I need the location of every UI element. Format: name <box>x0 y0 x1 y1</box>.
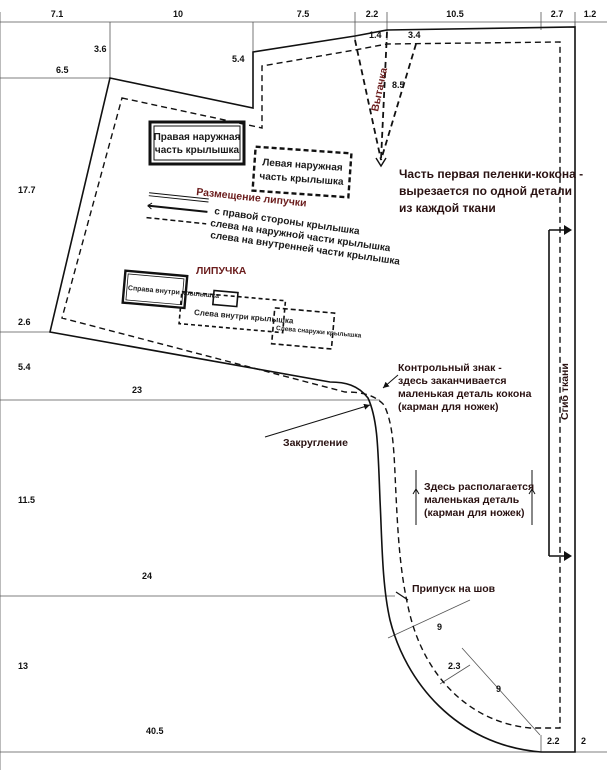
top-dim-5: 10.5 <box>446 9 464 19</box>
rounding-label: Закругление <box>283 437 348 449</box>
right-outer-wing-label-2: часть крылышка <box>155 145 240 156</box>
dim-40-5: 40.5 <box>146 726 164 736</box>
dim-2-2: 2.2 <box>547 736 560 746</box>
left-outer-wing-label-2: часть крылышка <box>259 171 344 188</box>
small-part-bracket <box>412 470 536 525</box>
right-outer-wing-box <box>148 120 246 166</box>
velcro-left-inside-label: Слева внутри крылышка <box>194 308 295 326</box>
velcro-placement-title: Размещение липучки <box>196 186 307 210</box>
left-outer-wing-group <box>251 145 353 199</box>
top-dim-6: 2.7 <box>551 9 564 19</box>
dim-1-4: 1.4 <box>369 30 382 40</box>
dim-2-3: 2.3 <box>448 661 461 671</box>
part-one-line-3: из каждой ткани <box>399 201 496 215</box>
dim-8-5: 8.5 <box>392 80 405 90</box>
control-mark-arrow <box>382 374 399 389</box>
control-mark-line-1: Контрольный знак - <box>398 362 502 374</box>
part-one-line-2: вырезается по одной детали <box>399 184 572 198</box>
pattern-outline <box>49 26 576 753</box>
dim-3-4: 3.4 <box>408 30 421 40</box>
small-part-line-1: Здесь располагается <box>424 481 534 493</box>
top-dim-1: 7.1 <box>51 9 64 19</box>
velcro-connector <box>211 289 239 308</box>
dim-24: 24 <box>142 571 152 581</box>
velcro-left-outside-label: Слева снаружи крылышка <box>276 325 362 339</box>
dim-9a: 9 <box>437 622 442 632</box>
left-dimensions: 6.5 17.7 2.6 5.4 11.5 13 <box>18 65 69 671</box>
dart-tip-icon <box>375 157 387 168</box>
dart-label: Вытачка <box>369 66 390 112</box>
dim-5-4: 5.4 <box>232 54 245 64</box>
top-dim-4: 2.2 <box>366 9 379 19</box>
top-dim-7: 1.2 <box>584 9 597 19</box>
rounding-arrow <box>264 403 371 438</box>
velcro-left-inside-box <box>178 290 287 334</box>
top-dimensions: 7.1 10 7.5 2.2 10.5 2.7 1.2 <box>51 9 597 19</box>
seam-allowance-marker <box>395 591 409 601</box>
seam-allowance-label: Припуск на шов <box>412 583 496 595</box>
dim-2: 2 <box>581 736 586 746</box>
dart <box>354 31 417 161</box>
seam-allowance-line <box>61 41 561 729</box>
velcro-legend <box>146 192 209 225</box>
control-mark-line-2: здесь заканчивается <box>398 375 507 387</box>
left-outer-wing-box <box>251 145 353 199</box>
left-dim-3: 2.6 <box>18 317 31 327</box>
fabric-fold-arrow <box>548 225 572 561</box>
right-outer-wing-label-1: Правая наружная <box>154 132 241 143</box>
dim-3-6: 3.6 <box>94 44 107 54</box>
left-dim-2: 17.7 <box>18 185 36 195</box>
dim-9b: 9 <box>496 684 501 694</box>
diag-guide-1 <box>387 599 471 639</box>
small-part-line-2: маленькая деталь <box>424 494 520 506</box>
control-mark-line-4: (карман для ножек) <box>398 401 499 413</box>
diag-guide-2 <box>439 664 471 685</box>
left-dim-5: 11.5 <box>18 495 35 505</box>
left-dim-4: 5.4 <box>18 362 31 372</box>
control-mark-line-3: маленькая деталь кокона <box>398 388 532 400</box>
part-one-line-1: Часть первая пеленки-кокона - <box>399 167 583 181</box>
left-dim-1: 6.5 <box>56 65 69 75</box>
diag-guide-3 <box>461 647 541 736</box>
top-dim-2: 10 <box>173 9 183 19</box>
velcro-title: ЛИПУЧКА <box>196 265 247 277</box>
dim-23: 23 <box>132 385 142 395</box>
fabric-fold-label: Сгиб ткани <box>559 363 571 420</box>
right-outer-wing-inner-box <box>153 125 241 161</box>
small-part-line-3: (карман для ножек) <box>424 507 525 519</box>
top-dim-3: 7.5 <box>297 9 310 19</box>
velcro-boxes <box>121 269 336 350</box>
inner-dimensions: 3.6 5.4 1.4 3.4 8.5 23 24 40.5 9 9 2.3 2… <box>94 30 586 746</box>
left-dim-6: 13 <box>18 661 28 671</box>
velcro-right-inside-label: Справа внутри крылышка <box>128 285 220 300</box>
